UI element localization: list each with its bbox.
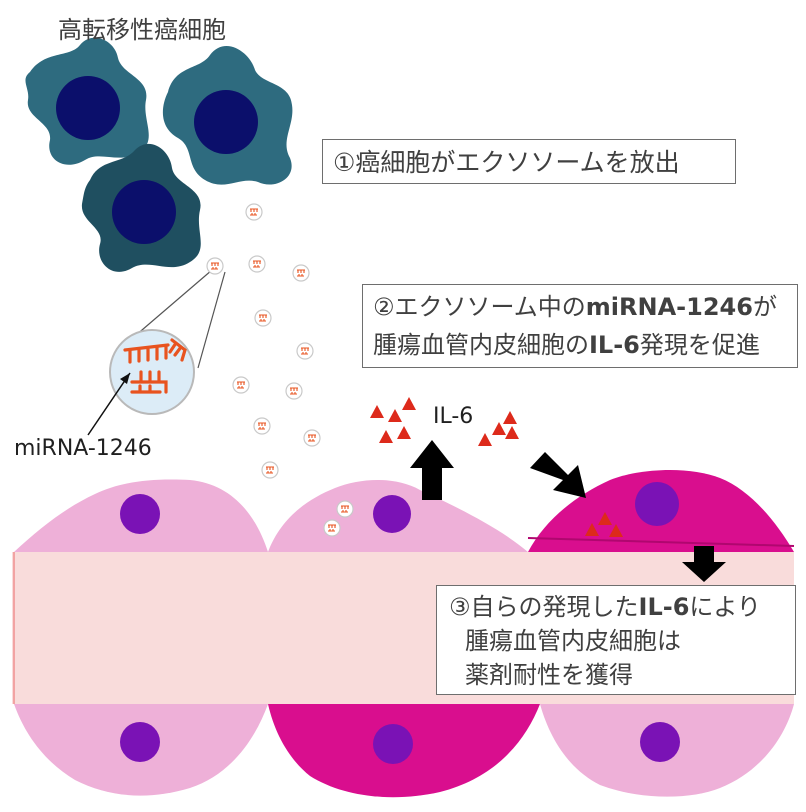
il6-molecule — [370, 405, 384, 418]
cancer-cell-title: 高転移性癌細胞 — [58, 16, 226, 44]
nucleus-top-middle — [373, 495, 411, 533]
step3-il6-term: IL-6 — [638, 593, 690, 621]
nucleus-top-right — [635, 482, 679, 526]
zoom-line-bottom — [197, 271, 226, 369]
exosome — [253, 417, 271, 435]
step2-mirna-term: miRNA-1246 — [585, 293, 753, 321]
step2-line1: ②エクソソーム中のmiRNA-1246が — [373, 288, 787, 326]
zoom-line-top — [127, 269, 213, 343]
cancer-cell-left — [25, 37, 149, 165]
il6-molecule — [397, 426, 411, 439]
il6-molecule — [402, 397, 416, 410]
step3-line3: 薬剤耐性を獲得 — [465, 661, 633, 689]
step1-text: ①癌細胞がエクソソームを放出 — [333, 148, 680, 177]
il6-label: IL-6 — [433, 404, 474, 429]
exosome — [232, 376, 250, 394]
up-arrow — [410, 440, 454, 500]
exosome — [206, 257, 224, 275]
exosome — [336, 500, 354, 518]
exosome — [296, 342, 314, 360]
il6-molecule — [388, 409, 402, 422]
exosome — [303, 429, 321, 447]
step2-line1-suffix: が — [752, 293, 777, 321]
mirna-pointer — [87, 372, 131, 436]
step2-line1-text: ②エクソソーム中の — [373, 293, 586, 321]
step3-line1-text: ③自らの発現した — [449, 593, 639, 621]
step2-line2-suffix: 発現を促進 — [639, 331, 760, 359]
cancer-cell-bottom — [81, 143, 201, 272]
diagonal-arrow — [530, 452, 586, 498]
step2-line2: 腫瘍血管内皮細胞のIL-6発現を促進 — [373, 326, 787, 364]
step3-line1: ③自らの発現したIL-6により — [449, 590, 783, 624]
il6-molecule — [503, 411, 517, 424]
nucleus-bottom-left — [120, 722, 160, 762]
exosome — [292, 264, 310, 282]
mirna-pointer-head — [120, 373, 130, 384]
nucleus-bottom-middle — [373, 724, 413, 764]
enlarged-exosome — [109, 329, 195, 415]
exosome — [323, 519, 341, 537]
exosome — [254, 309, 272, 327]
exosome — [248, 255, 266, 273]
step3-line2: 腫瘍血管内皮細胞は — [465, 627, 681, 655]
il6-molecule — [379, 430, 393, 443]
il6-molecule — [478, 433, 492, 446]
step2-box: ②エクソソーム中のmiRNA-1246が 腫瘍血管内皮細胞のIL-6発現を促進 — [362, 284, 798, 368]
nucleus-bottom-right — [640, 722, 680, 762]
step1-box: ①癌細胞がエクソソームを放出 — [322, 139, 736, 184]
exosome — [285, 382, 303, 400]
step3-line1-suffix: により — [689, 593, 761, 621]
exosome — [245, 203, 263, 221]
mirna-label: miRNA-1246 — [14, 436, 152, 461]
step2-il6-term: IL-6 — [589, 331, 640, 359]
exosome — [261, 461, 279, 479]
cancer-cell-right — [162, 45, 293, 185]
activated-cell-membrane — [527, 537, 795, 547]
step2-line2-text: 腫瘍血管内皮細胞の — [373, 331, 589, 359]
nucleus-top-left — [120, 494, 160, 534]
down-arrow — [682, 546, 726, 582]
step3-box: ③自らの発現したIL-6により 腫瘍血管内皮細胞は 薬剤耐性を獲得 — [436, 585, 796, 695]
il6-molecule — [505, 426, 519, 439]
